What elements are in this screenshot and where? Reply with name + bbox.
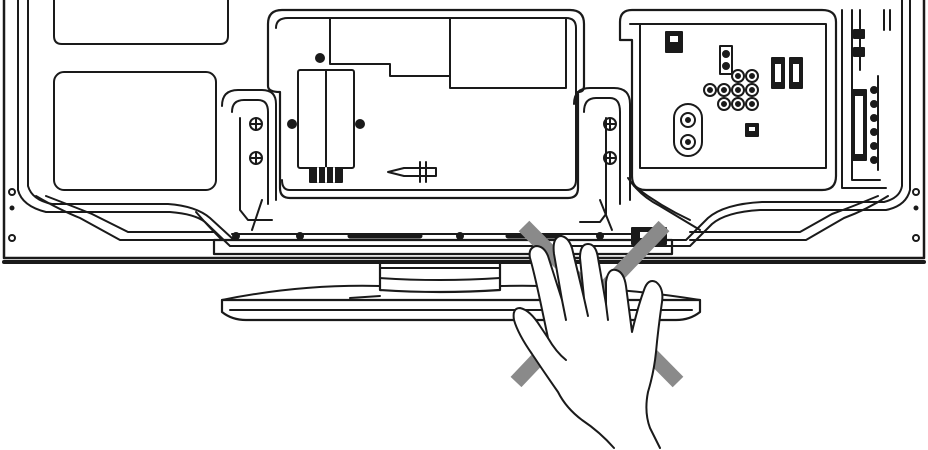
tv-back-panel bbox=[2, 0, 926, 264]
hand-icon bbox=[512, 235, 664, 449]
input-terminal-cluster bbox=[618, 8, 838, 192]
